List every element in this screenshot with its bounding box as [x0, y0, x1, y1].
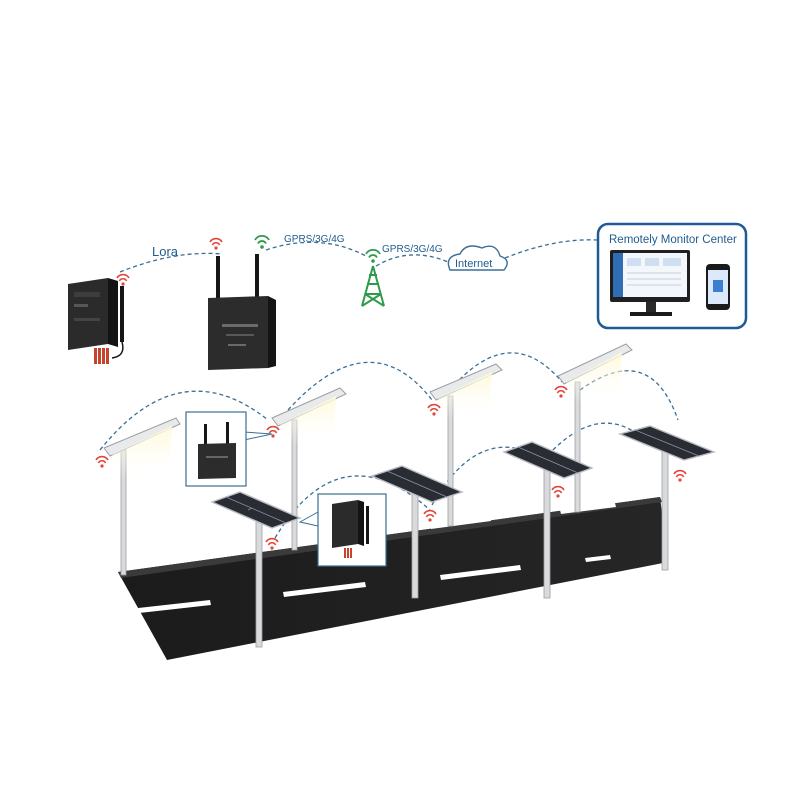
led-streetlight [271, 387, 347, 551]
signal-icon [266, 425, 280, 439]
remote-monitor-center: Remotely Monitor Center [596, 222, 748, 330]
link-controller-gateway [119, 252, 223, 273]
road [118, 497, 668, 660]
solar-streetlight [210, 491, 302, 648]
signal-icon [427, 403, 441, 417]
lane-mark [560, 503, 616, 514]
wireless-gateway-icon [208, 254, 276, 370]
link-tower-internet [375, 254, 449, 267]
gateway-signal-green-icon [254, 234, 270, 250]
controller-callout [298, 493, 387, 567]
lane-mark [430, 517, 491, 529]
signal-icon [265, 537, 279, 551]
solar-streetlight [502, 441, 594, 599]
lane-mark [283, 582, 366, 597]
cell-tower-icon [361, 248, 385, 307]
lane-mark [585, 555, 611, 562]
gateway-callout [185, 411, 273, 487]
solar-streetlight [370, 465, 464, 599]
gprs-label-1: GPRS/3G/4G [284, 234, 345, 245]
signal-icon [95, 455, 109, 469]
signal-icon [673, 469, 687, 483]
link-internet-monitor [504, 239, 599, 259]
lane-mark [120, 600, 211, 615]
smartphone-icon [706, 264, 730, 310]
mesh-links-back [99, 352, 679, 451]
signal-icon [551, 485, 565, 499]
internet-cloud-icon: Internet [447, 245, 508, 271]
solar-charge-controller-icon [68, 278, 124, 364]
led-streetlight [557, 343, 633, 513]
led-streetlight [103, 417, 181, 576]
internet-label: Internet [455, 258, 492, 270]
monitor-center-title: Remotely Monitor Center [609, 234, 737, 246]
lora-label: Lora [152, 244, 179, 259]
lane-mark [440, 565, 521, 580]
signal-icon [554, 385, 568, 399]
monitor-icon [610, 250, 690, 316]
link-gateway-tower [265, 241, 367, 257]
controller-signal-icon [116, 273, 130, 287]
gprs-label-2: GPRS/3G/4G [382, 244, 443, 255]
led-streetlight [429, 363, 503, 527]
solar-streetlight [617, 425, 717, 571]
signal-icon [423, 509, 437, 523]
gateway-signal-red-icon [209, 237, 223, 251]
